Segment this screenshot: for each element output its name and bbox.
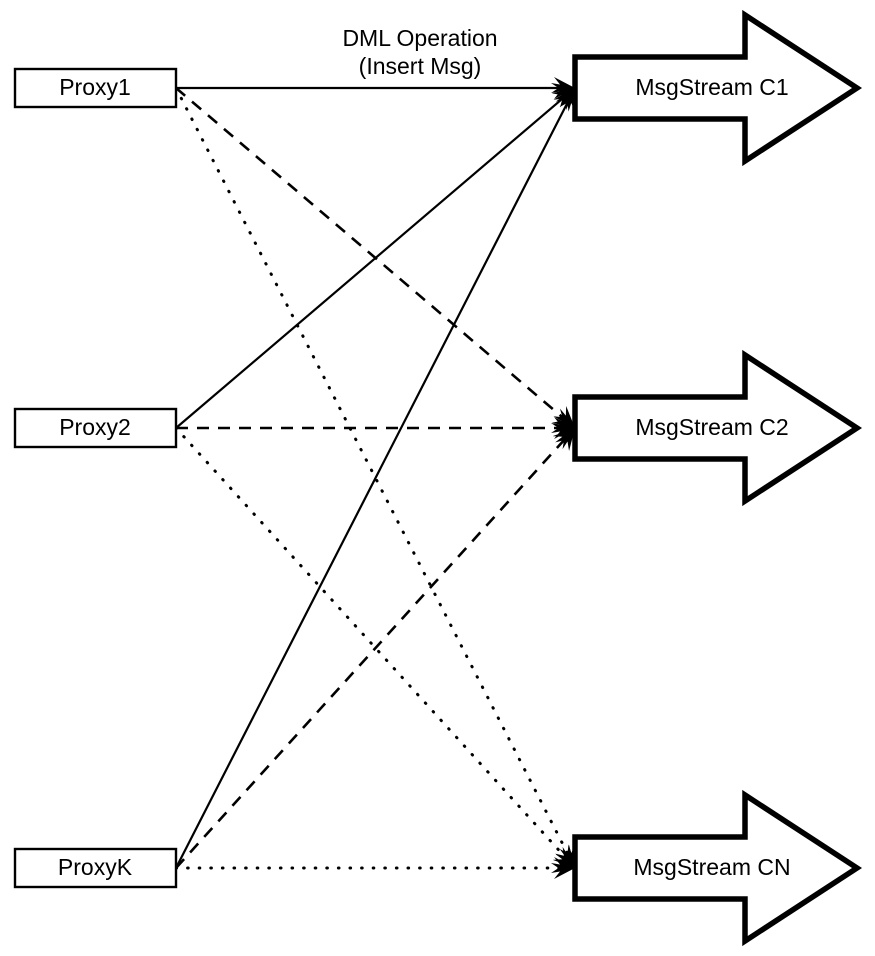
proxy-label: Proxy2 (59, 414, 131, 440)
arrowhead-proxy2-to-stream_cn (552, 845, 575, 868)
proxy-box-rect (13, 847, 178, 889)
proxy-node-proxyk[interactable]: ProxyK (13, 847, 178, 889)
msgstream-label: MsgStream CN (633, 854, 790, 880)
edge-proxy1-to-stream_c2 (175, 87, 566, 420)
edge-proxy2-to-stream_cn (174, 426, 568, 860)
msgstream-node-c2[interactable]: MsgStream C2 (572, 349, 863, 507)
proxy-box-rect (13, 407, 178, 449)
msgstream-label: MsgStream C2 (635, 414, 788, 440)
edge-caption-line-2: (Insert Msg) (359, 53, 482, 79)
msgstream-node-c1[interactable]: MsgStream C1 (572, 9, 863, 167)
proxy-label: ProxyK (58, 854, 133, 880)
edge-proxy1-to-stream_cn (174, 86, 571, 858)
arrowhead-proxyK-to-stream_c2 (552, 428, 575, 451)
edge-proxyK-to-stream_c1 (175, 99, 570, 869)
msgstream-arrow-shape (572, 9, 863, 167)
proxy-box-rect (13, 67, 178, 109)
msgstream-label: MsgStream C1 (635, 74, 788, 100)
edge-proxy2-to-stream_c1 (175, 96, 566, 429)
arrowhead-proxy1-to-stream_c1 (551, 77, 575, 99)
arrowhead-proxy2-to-stream_c2 (551, 417, 575, 439)
proxy-node-proxy1[interactable]: Proxy1 (13, 67, 178, 109)
edge-caption-line-1: DML Operation (342, 25, 497, 51)
msgstream-node-cn[interactable]: MsgStream CN (572, 789, 863, 947)
stream-nodes-layer: MsgStream C1 MsgStream C2 MsgStream CN (572, 9, 863, 947)
arrowhead-proxy1-to-stream_c2 (551, 406, 575, 428)
msgstream-arrow-shape (572, 789, 863, 947)
edge-caption: DML Operation (Insert Msg) (342, 25, 497, 79)
arrowheads-layer (551, 77, 576, 879)
msgstream-arrow-shape (572, 349, 863, 507)
edges-layer (174, 86, 571, 870)
edge-proxyK-to-stream_c2 (175, 437, 567, 869)
arrowhead-proxyK-to-stream_cn (551, 857, 575, 879)
proxy-label: Proxy1 (59, 74, 131, 100)
arrowhead-proxyK-to-stream_c1 (555, 88, 576, 112)
proxy-node-proxy2[interactable]: Proxy2 (13, 407, 178, 449)
